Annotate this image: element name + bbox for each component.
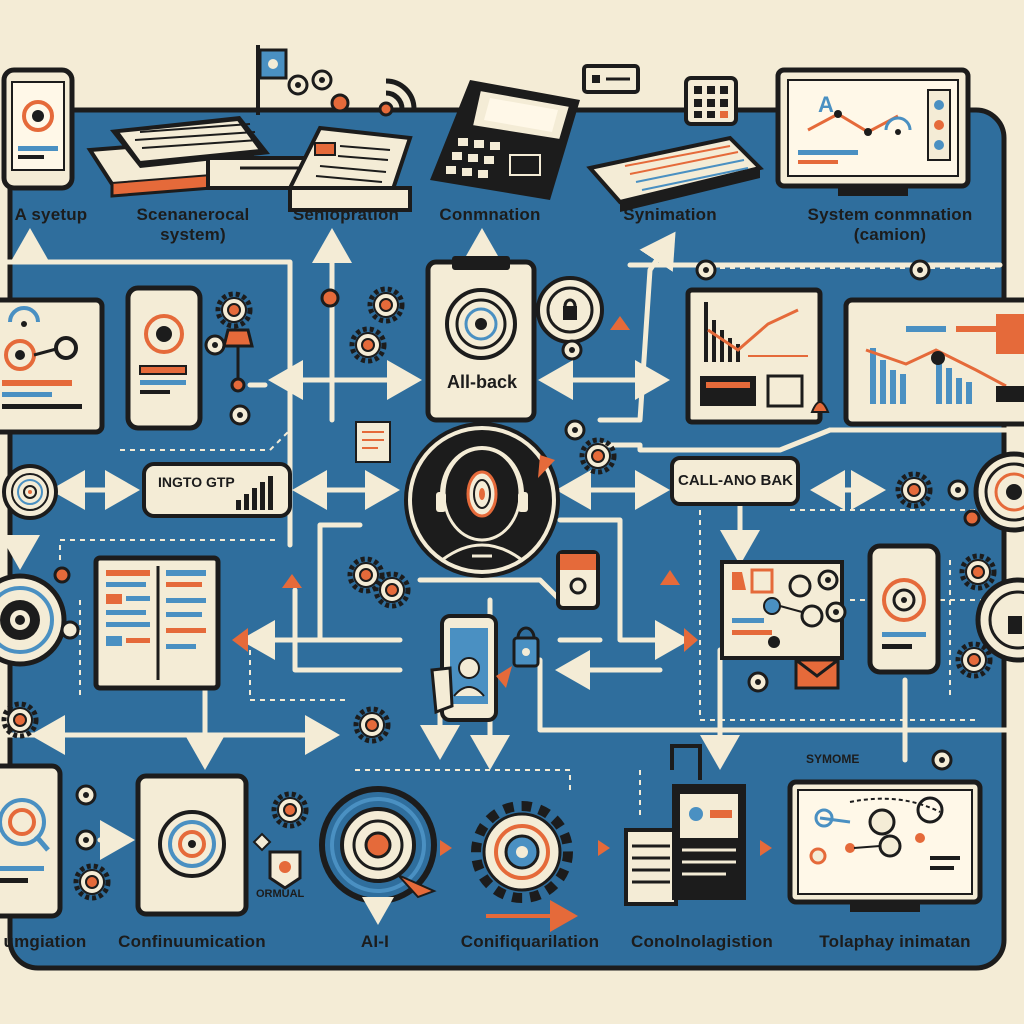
bottom-label-2: Confinuumication (118, 932, 266, 951)
headset-agent-icon (404, 422, 560, 578)
tablet-icon (125, 285, 203, 431)
hand-phone-icon (430, 614, 512, 722)
bottom-left-tablet-icon (135, 773, 249, 917)
right-phone-icon (867, 543, 941, 675)
clipboard-list-icon (93, 555, 221, 691)
speech-bubble-icon (582, 64, 640, 94)
large-gear-icon (471, 801, 573, 903)
bottom-label-4: Conifiquarilation (460, 932, 600, 951)
top-label-1: A syetup (0, 205, 106, 225)
smartphone-icon (1, 67, 75, 191)
stacked-devices-icon (86, 116, 340, 198)
top-label-2: Scenanerocal system) (118, 205, 268, 245)
bar-chart-monitor-icon (843, 297, 1024, 427)
padlock-icon (512, 626, 540, 668)
phone-tile-icon (556, 550, 600, 610)
bottom-label-3: AI-I (360, 932, 390, 951)
system-note-label: SYMOME (806, 752, 860, 766)
top-label-5-line1: Synimation (623, 205, 717, 224)
monitor-letter: A (818, 92, 834, 117)
keypad-icon (684, 76, 738, 126)
note-document-icon (355, 421, 391, 463)
chart-panel-icon (685, 287, 823, 425)
payment-terminal-icon (430, 80, 580, 200)
lamp-icon (222, 328, 254, 393)
monitor-icon: A (775, 67, 971, 196)
top-label-2-line2: system) (160, 225, 226, 244)
top-label-4: Conmnation (420, 205, 560, 225)
top-label-1-line1: A syetup (14, 205, 88, 224)
bottom-label-6: Tolaphay inimatan (819, 932, 971, 951)
ormual-label: ORMUAL (256, 888, 305, 900)
flowchart-card-icon (720, 560, 844, 660)
document-stack-icon (624, 784, 746, 906)
left-monitor-icon (0, 297, 105, 435)
top-label-6-line2: (camion) (853, 225, 927, 244)
top-label-4-line1: Conmnation (439, 205, 541, 224)
edge-lock-icon (975, 577, 1024, 663)
lock-ring-icon (536, 276, 604, 344)
wifi-icon (378, 78, 417, 117)
top-label-6-line1: System conmnation (807, 205, 973, 224)
document-icon (286, 125, 413, 212)
small-dots-top (287, 69, 350, 113)
bottom-label-5: Conolnolagistion (630, 932, 773, 951)
connector-lines (0, 228, 1024, 860)
right-tag-label: CALL-ANO BAK (678, 472, 793, 489)
left-tag-label: INGTO GTP (158, 474, 235, 490)
flag-icon (256, 45, 288, 115)
top-label-3: Seniopration (276, 205, 416, 225)
right-fingerprint-icon (973, 451, 1024, 533)
envelope-icon (794, 658, 840, 690)
top-label-5: Synimation (600, 205, 740, 225)
top-label-6: System conmnation (camion) (790, 205, 990, 245)
bottom-label-1: umgiation (3, 932, 87, 951)
right-tag-bg (670, 456, 800, 506)
target-icon (319, 786, 437, 925)
bottom-left-phone-icon (0, 763, 63, 919)
bottom-monitor-icon (787, 779, 983, 912)
shield-icon (268, 850, 302, 890)
center-clipboard-card (425, 256, 537, 423)
left-target-icon (0, 573, 80, 667)
left-tag-bg (142, 462, 292, 518)
center-card-label: All-back (446, 372, 518, 392)
top-label-3-line1: Seniopration (292, 205, 400, 224)
top-label-2-line1: Scenanerocal (136, 205, 250, 224)
open-book-icon (586, 135, 764, 212)
